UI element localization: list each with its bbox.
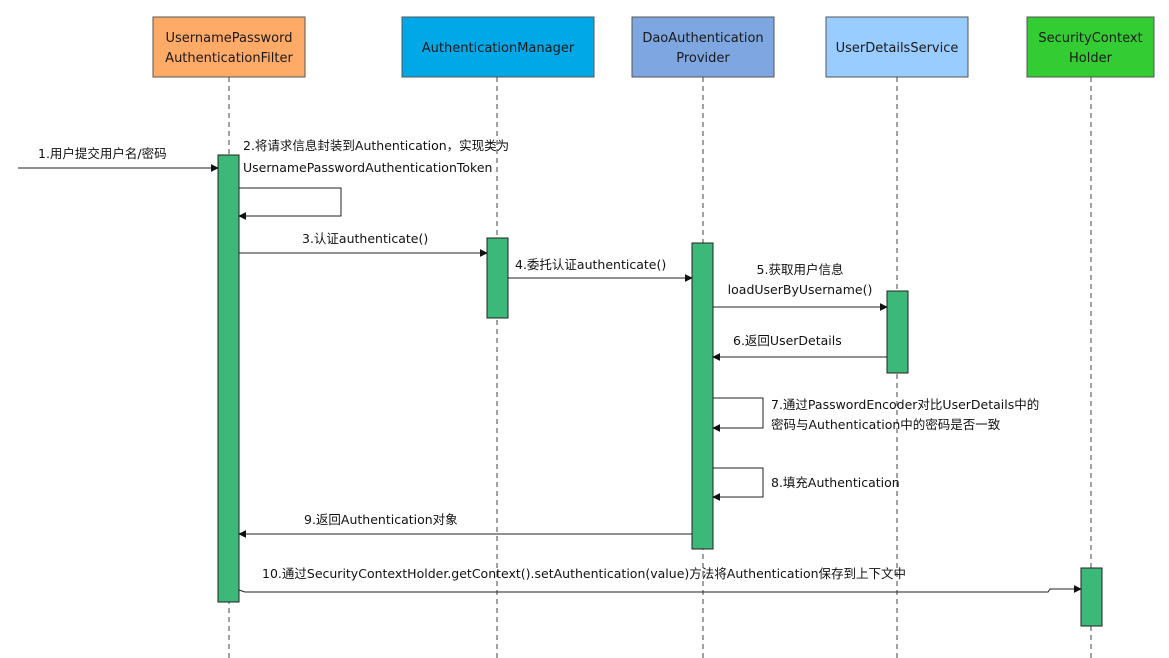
participant-label-uds: UserDetailsService <box>836 41 959 56</box>
message-m2: 2.将请求信息封装到Authentication，实现类为 UsernamePas… <box>238 138 509 220</box>
message-m1: 1.用户提交用户名/密码 <box>18 146 219 172</box>
activation-bar-manager <box>486 237 509 319</box>
message-label-m6: 6.返回UserDetails <box>733 333 842 348</box>
participant-label-provider: DaoAuthentication <box>642 31 763 46</box>
message-m6: 6.返回UserDetails <box>712 333 887 361</box>
message-label-m5: loadUserByUsername() <box>728 282 873 297</box>
message-m4: 4.委托认证authenticate() <box>508 257 693 282</box>
message-label-m7: 密码与Authentication中的密码是否一致 <box>771 417 1001 432</box>
message-m9: 9.返回Authentication对象 <box>238 512 692 538</box>
participant-box-uds <box>825 16 969 78</box>
participant-box-filter <box>152 16 306 78</box>
participant-manager: AuthenticationManager <box>401 16 595 78</box>
message-m8: 8.填充Authentication <box>712 467 900 501</box>
message-m10: 10.通过SecurityContextHolder.getContext().… <box>238 566 1082 593</box>
participant-label-filter: AuthenticationFilter <box>165 51 293 66</box>
message-label-m2: UsernamePasswordAuthenticationToken <box>243 160 492 175</box>
participant-box-manager <box>401 16 595 78</box>
message-label-m1: 1.用户提交用户名/密码 <box>38 146 167 161</box>
activation-bar-uds <box>886 290 909 374</box>
message-m5: 5.获取用户信息 loadUserByUsername() <box>713 262 888 311</box>
activation-bar-filter <box>217 154 240 603</box>
activation-bar-sch <box>1080 567 1103 627</box>
participant-uds: UserDetailsService <box>825 16 969 78</box>
message-arrow-m7 <box>712 397 764 432</box>
participant-box-sch <box>1026 16 1155 78</box>
message-label-m5: 5.获取用户信息 <box>757 262 844 277</box>
message-label-m9: 9.返回Authentication对象 <box>304 512 458 527</box>
activation-bar-provider <box>691 242 714 550</box>
message-label-m4: 4.委托认证authenticate() <box>515 257 666 272</box>
participant-label-sch: Holder <box>1069 51 1113 66</box>
message-m3: 3.认证authenticate() <box>239 231 488 257</box>
message-arrow-m10 <box>238 585 1082 593</box>
participant-label-manager: AuthenticationManager <box>422 41 575 56</box>
message-label-m3: 3.认证authenticate() <box>302 231 428 246</box>
message-arrow-m2 <box>238 187 342 220</box>
message-label-m7: 7.通过PasswordEncoder对比UserDetails中的 <box>771 397 1039 412</box>
participant-label-sch: SecurityContext <box>1038 31 1142 46</box>
participant-label-provider: Provider <box>676 51 730 66</box>
message-label-m8: 8.填充Authentication <box>771 475 900 490</box>
message-arrow-m8 <box>712 467 764 501</box>
message-label-m2: 2.将请求信息封装到Authentication，实现类为 <box>243 138 509 153</box>
message-m7: 7.通过PasswordEncoder对比UserDetails中的密码与Aut… <box>712 397 1039 432</box>
message-label-m10: 10.通过SecurityContextHolder.getContext().… <box>262 566 906 581</box>
participant-sch: SecurityContextHolder <box>1026 16 1155 78</box>
participant-box-provider <box>631 16 775 78</box>
participant-label-filter: UsernamePassword <box>166 31 293 46</box>
